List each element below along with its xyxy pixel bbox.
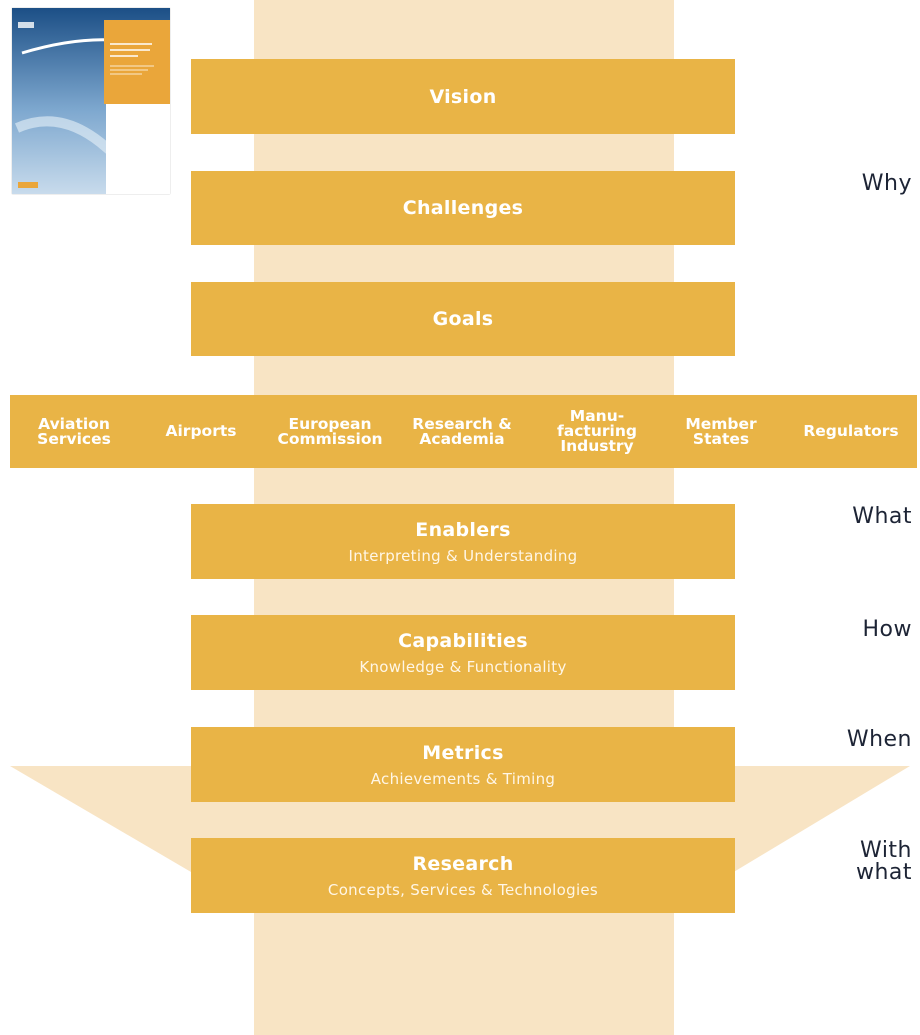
side-label-how: How bbox=[862, 617, 912, 642]
document-cover-icon bbox=[12, 8, 170, 194]
goals-title: Goals bbox=[432, 308, 494, 330]
research-subtitle: Concepts, Services & Technologies bbox=[327, 880, 599, 899]
vision-box: Vision bbox=[191, 59, 735, 134]
side-label-why: Why bbox=[861, 171, 912, 196]
stakeholder-regulators: Regulators bbox=[803, 422, 899, 440]
challenges-box: Challenges bbox=[191, 171, 735, 245]
stakeholder-band bbox=[10, 395, 917, 468]
enablers-subtitle: Interpreting & Understanding bbox=[348, 546, 578, 565]
stakeholder-research-academia: Research & Academia bbox=[412, 414, 512, 448]
stakeholder-member-states: Member States bbox=[685, 414, 757, 448]
research-title: Research bbox=[412, 852, 514, 875]
stakeholder-airports: Airports bbox=[165, 422, 237, 440]
side-label-with-what: With what bbox=[855, 838, 912, 885]
capabilities-title: Capabilities bbox=[398, 629, 528, 652]
enablers-box: Enablers Interpreting & Understanding bbox=[191, 504, 735, 579]
stakeholder-european-commission: European Commission bbox=[277, 414, 383, 448]
metrics-box: Metrics Achievements & Timing bbox=[191, 727, 735, 802]
metrics-subtitle: Achievements & Timing bbox=[370, 769, 556, 788]
side-label-when: When bbox=[846, 727, 912, 752]
challenges-title: Challenges bbox=[402, 197, 524, 219]
capabilities-subtitle: Knowledge & Functionality bbox=[359, 657, 567, 676]
vision-title: Vision bbox=[429, 85, 497, 108]
goals-box: Goals bbox=[191, 282, 735, 356]
stakeholder-aviation-services: Aviation Services bbox=[37, 414, 111, 448]
capabilities-box: Capabilities Knowledge & Functionality bbox=[191, 615, 735, 690]
stakeholder-manufacturing-industry: Manu- facturing Industry bbox=[557, 407, 637, 455]
metrics-title: Metrics bbox=[422, 741, 504, 764]
side-label-what: What bbox=[852, 504, 912, 529]
enablers-title: Enablers bbox=[415, 518, 511, 541]
research-box: Research Concepts, Services & Technologi… bbox=[191, 838, 735, 913]
